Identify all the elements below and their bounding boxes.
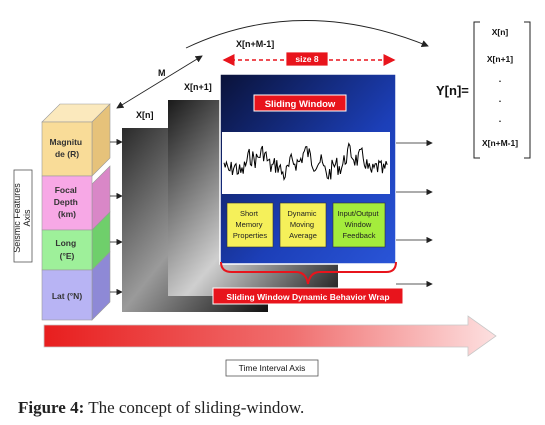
vector-right-bracket — [524, 21, 531, 159]
output-label: Y[n]= — [436, 83, 469, 98]
signal-waveform — [223, 142, 388, 181]
signal-panel — [222, 132, 390, 194]
time-axis-arrow — [43, 315, 497, 357]
wrap-label: Sliding Window Dynamic Behavior Wrap — [226, 292, 389, 302]
vector-item-6: X[n+M-1] — [482, 138, 518, 148]
vector-item-2: X[n+1] — [487, 54, 513, 64]
time-axis-label-box — [225, 359, 319, 377]
vector-item-5: . — [499, 114, 502, 124]
curved-output-arrow — [185, 20, 429, 49]
size-label: size 8 — [295, 54, 318, 64]
feature-cube-focal-depth — [41, 165, 111, 231]
feature-label-latitude: Lat (°N) — [52, 291, 82, 301]
size-box — [285, 51, 329, 67]
feature-label-magnitude: Magnitu de (R) — [50, 137, 85, 159]
vector-left-bracket — [473, 21, 480, 159]
seismic-axis-frame — [13, 169, 33, 263]
feature-label-longitude: Long (°E) — [55, 238, 78, 261]
wrap-brace — [220, 261, 397, 285]
label-m: M — [158, 68, 166, 78]
label-x-n1: X[n+1] — [184, 82, 212, 92]
m-arrow — [116, 55, 203, 109]
figure-number: Figure 4: — [18, 398, 85, 417]
sliding-window-title-box — [253, 94, 347, 112]
feature-cube-magnitude — [41, 103, 111, 177]
feature-label-focal-depth: Focal Depth (km) — [54, 185, 80, 219]
time-axis-label: Time Interval Axis — [239, 363, 306, 373]
short-memory-box — [226, 202, 274, 248]
figure-caption-text: The concept of sliding-window. — [84, 398, 305, 417]
feature-cube-longitude — [41, 211, 111, 271]
label-x-n: X[n] — [136, 110, 154, 120]
label-x-n-m1: X[n+M-1] — [236, 39, 274, 49]
figure-caption: Figure 4: The concept of sliding-window. — [18, 398, 304, 418]
input-output-feedback-box — [332, 202, 386, 248]
dynamic-moving-average-box — [279, 202, 327, 248]
vector-item-4: . — [499, 94, 502, 104]
vector-item-1: X[n] — [492, 27, 509, 37]
vector-item-3: . — [499, 74, 502, 84]
feature-cube-latitude — [41, 251, 111, 321]
dynamic-moving-average-label: Dynamic Moving Average — [287, 209, 318, 240]
sliding-window-title: Sliding Window — [265, 99, 336, 110]
sliding-window-diagram: Seismic FeaturesAxis Magnitu de (R) Foca… — [12, 20, 531, 377]
seismic-features-axis-label: Seismic FeaturesAxis — [12, 183, 32, 253]
wrap-label-box — [212, 287, 404, 305]
input-output-feedback-label: Input/Output Window Feedback — [337, 209, 380, 240]
short-memory-label: Short Memory Properties — [233, 209, 267, 240]
